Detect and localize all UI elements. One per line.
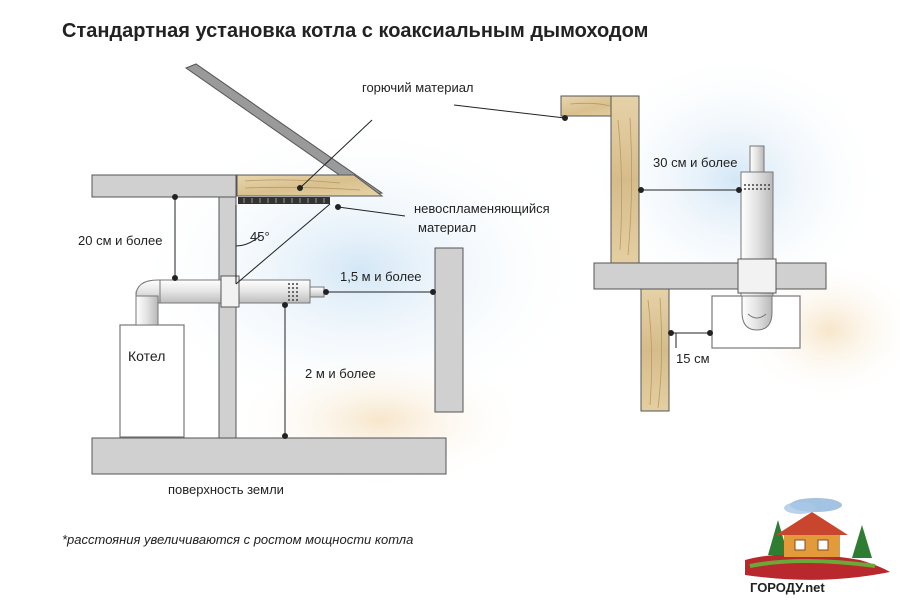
label-nonflammable-1: невоспламеняющийся bbox=[414, 201, 550, 216]
ceiling-slab-right bbox=[593, 262, 827, 290]
terminal-grille bbox=[288, 283, 298, 301]
label-dist-20: 20 см и более bbox=[78, 233, 162, 248]
vertical-flue-tip bbox=[749, 145, 765, 173]
label-dist-1-5m: 1,5 м и более bbox=[340, 269, 422, 284]
dimension-lines-right bbox=[453, 104, 742, 348]
floor-slab bbox=[91, 437, 447, 475]
label-angle: 45° bbox=[250, 229, 270, 244]
wooden-wall-lower bbox=[640, 288, 670, 412]
boiler-pipe-vertical bbox=[135, 291, 159, 326]
sky-wash-right bbox=[585, 50, 885, 310]
angle-arc bbox=[235, 235, 261, 247]
footnote: *расстояния увеличиваются с ростом мощно… bbox=[62, 532, 414, 547]
gorodu-logo: ГОРОДУ.net bbox=[745, 498, 890, 595]
elbow-detail bbox=[747, 313, 767, 319]
flue-elbow-right bbox=[741, 295, 773, 331]
vertical-terminal-grille bbox=[744, 184, 770, 190]
page-title: Стандартная установка котла с коаксиальн… bbox=[62, 20, 649, 42]
label-dist-30: 30 см и более bbox=[653, 155, 737, 170]
wooden-wall-upper bbox=[610, 95, 640, 264]
flue-tip bbox=[309, 286, 325, 298]
label-ground: поверхность земли bbox=[168, 482, 284, 497]
boiler bbox=[119, 324, 185, 438]
roof-slope bbox=[184, 63, 384, 196]
ceiling-slab bbox=[91, 174, 237, 198]
sand-wash-right bbox=[740, 260, 900, 400]
wood-grain-lower bbox=[647, 297, 662, 409]
logo-text: ГОРОДУ.net bbox=[750, 580, 825, 595]
wall-sleeve bbox=[220, 275, 240, 308]
label-dist-15cm: 15 см bbox=[676, 351, 710, 366]
label-combustible: горючий материал bbox=[362, 80, 474, 95]
obstacle-wall bbox=[434, 247, 464, 413]
wood-grain-right bbox=[569, 102, 632, 256]
strip-hatching bbox=[243, 198, 325, 203]
label-nonflammable-2: материал bbox=[418, 220, 476, 235]
exterior-wall bbox=[218, 196, 237, 441]
label-boiler: Котел bbox=[128, 348, 165, 364]
ceiling-sleeve bbox=[737, 258, 777, 294]
label-dist-2m: 2 м и более bbox=[305, 366, 376, 381]
dimension-lines bbox=[172, 119, 436, 439]
